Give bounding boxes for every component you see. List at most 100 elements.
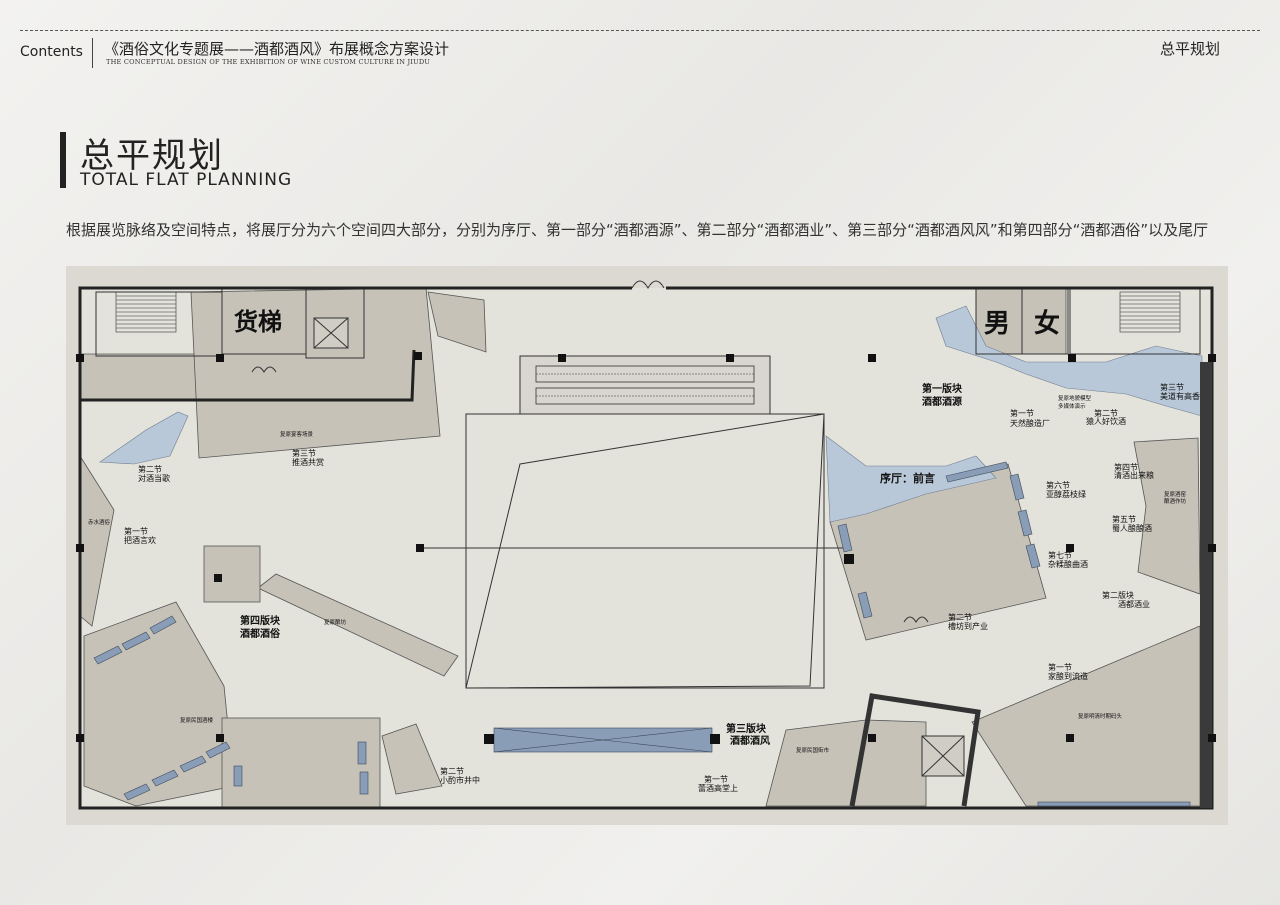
page-title: 总平规划 [80, 136, 224, 176]
display-case [1017, 509, 1033, 537]
zone-3-note: 复原民国街市 [796, 746, 830, 754]
zone-3-name: 酒都酒风 [730, 734, 770, 747]
zone-1-section-2: 第二节 [1094, 408, 1118, 418]
zone-1-section-6: 第六节 [1046, 480, 1070, 490]
zone-3-section-2-name: 小酌市井中 [440, 775, 480, 785]
display-case [1025, 543, 1041, 569]
zone-1-section-2-name: 猿人好饮酒 [1086, 416, 1126, 426]
room-label-freight-elevator: 货梯 [234, 308, 282, 336]
display-case [837, 523, 853, 553]
east-wall-thick [1200, 362, 1212, 808]
zone-1-section-1: 第一节 [1010, 408, 1034, 418]
exhibit-area [221, 717, 381, 809]
tail-hall-wall [849, 693, 981, 807]
display-case [205, 741, 231, 759]
zone-1-section-5: 第五节 [1112, 514, 1136, 524]
zone-1-section-4-name: 清酒出来粮 [1114, 470, 1154, 480]
exhibit-area [765, 719, 927, 807]
zone-1-note-4: 酿酒作坊 [1164, 497, 1187, 505]
zone-2-title: 第二版块 [1102, 590, 1134, 600]
zone-1-section-3-name: 美道有高香 [1160, 391, 1200, 401]
exhibit-area [203, 545, 261, 603]
water-area [99, 411, 189, 465]
display-case [945, 461, 1009, 483]
hall-door [903, 616, 929, 623]
display-case [1009, 473, 1025, 501]
exhibit-areas [79, 287, 1201, 809]
display-case-strip [1037, 801, 1191, 807]
zone-2-section-1-name: 家酿到流造 [1048, 671, 1088, 681]
floor-plan-drawing: 货梯 男 女 第一版块 酒都酒源 第一节 天然酿造厂 复原地貌模型 多媒体演示 … [76, 280, 1216, 810]
zone-4-note-4: 赤水酒俗 [88, 518, 111, 526]
document-subtitle: THE CONCEPTUAL DESIGN OF THE EXHIBITION … [106, 58, 431, 66]
title-accent-bar [60, 132, 66, 188]
elevator-door [251, 366, 277, 373]
display-cases [93, 461, 1191, 807]
display-case [149, 615, 177, 635]
exhibit-area [190, 287, 441, 459]
header-separator [92, 38, 93, 68]
display-case [151, 769, 179, 787]
zone-1-name: 酒都酒源 [922, 395, 962, 408]
display-case [93, 645, 123, 665]
zone-4-section-3-name: 推酒共赏 [292, 457, 324, 467]
zone-3-section-1: 第一节 [704, 774, 728, 784]
zone-1-note-2: 多媒体演示 [1058, 402, 1086, 410]
zone-3-section-2: 第二节 [440, 766, 464, 776]
zone-1-section-5-name: 蜀人酿酿酒 [1112, 523, 1152, 533]
zone-1-section-6-name: 亚醇荔枝绿 [1046, 489, 1086, 499]
water-area [825, 435, 997, 523]
escalator [519, 355, 771, 415]
zone-4-title: 第四版块 [240, 614, 281, 627]
zone-4-note-2: 复原酿坊 [324, 618, 347, 626]
zone-4-note-1: 复原宴客场景 [280, 430, 314, 438]
zone-2-section-2-name: 槽坊到产业 [948, 621, 988, 631]
section-name: 总平规划 [1159, 40, 1220, 58]
prelude-hall-label: 序厅：前言 [880, 471, 935, 485]
zone-2-section-2: 第二节 [948, 612, 972, 622]
stairs [115, 291, 1181, 333]
exterior-walls [78, 286, 1214, 810]
exhibit-area [381, 723, 443, 795]
display-case [123, 783, 151, 801]
zone-1-title: 第一版块 [922, 382, 963, 395]
room-label-male: 男 [984, 309, 1010, 339]
zone-3-title: 第三版块 [726, 722, 767, 735]
zone-2-section-1: 第一节 [1048, 662, 1072, 672]
page-title-english: TOTAL FLAT PLANNING [80, 170, 293, 190]
intro-paragraph: 根据展览脉络及空间特点，将展厅分为六个空间四大部分，分别为序厅、第一部分“酒都酒… [66, 221, 1209, 239]
zone-2-name: 酒都酒业 [1118, 599, 1150, 609]
zone-4-section-2-name: 对酒当歌 [138, 473, 170, 483]
exhibit-area [427, 291, 487, 353]
display-case [857, 591, 873, 619]
zone-4-section-2: 第二节 [138, 464, 162, 474]
display-case [357, 741, 367, 765]
zone-1-section-7: 第七节 [1048, 550, 1072, 560]
zone-1-note: 复原地貌模型 [1058, 394, 1092, 402]
zone-3-section-1-name: 蕾酒高堂上 [698, 783, 738, 793]
exhibit-area [257, 573, 459, 677]
zone-1-section-1-name: 天然酿造厂 [1010, 418, 1050, 428]
zone-4-note-3: 复原民国酒楼 [180, 716, 214, 724]
zone-4-section-1-name: 把酒言欢 [124, 535, 156, 545]
water-areas [99, 305, 1203, 523]
zone-1-section-4: 第四节 [1114, 462, 1138, 472]
contents-label: Contents [20, 44, 83, 60]
display-case [179, 755, 207, 773]
zone-4-name: 酒都酒俗 [240, 627, 281, 640]
columns [76, 352, 1216, 744]
zone-1-section-7-name: 杂糅酿曲酒 [1048, 559, 1088, 569]
display-case [359, 771, 369, 795]
document-title: 《酒俗文化专题展——酒都酒风》布展概念方案设计 [104, 40, 450, 58]
display-case [233, 765, 243, 787]
zone-1-section-3: 第三节 [1160, 382, 1184, 392]
exhibit-area [1133, 437, 1201, 595]
zone-2-note: 复原明清时期码头 [1078, 712, 1123, 720]
display-case [121, 631, 151, 651]
floor-plan: 货梯 男 女 第一版块 酒都酒源 第一节 天然酿造厂 复原地貌模型 多媒体演示 … [66, 266, 1228, 825]
atrium-void [465, 413, 825, 689]
zone-4-section-1: 第一节 [124, 526, 148, 536]
zone-4-section-3: 第三节 [292, 448, 316, 458]
zone-1-note-3: 复原酒窑 [1164, 490, 1187, 498]
entrance-door [631, 280, 665, 290]
